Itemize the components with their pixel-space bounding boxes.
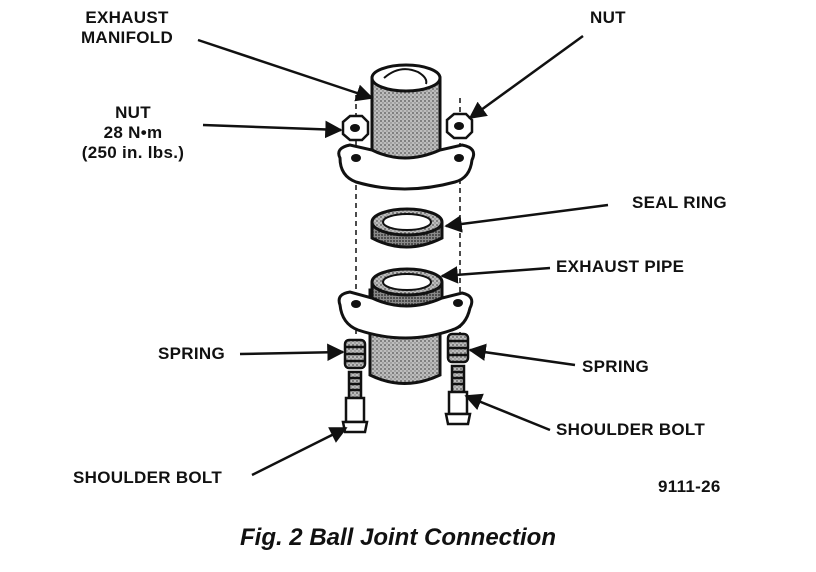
spring-left-part	[343, 338, 367, 370]
upper-flange	[337, 143, 476, 191]
figure-caption: Fig. 2 Ball Joint Connection	[239, 524, 556, 551]
shoulder-bolt-left-part	[341, 370, 369, 434]
seal-ring-part	[370, 207, 444, 249]
label-nut-left-line2: 28 N•m	[103, 123, 163, 142]
label-spring-right: SPRING	[582, 357, 649, 376]
label-nut-top-right: NUT	[590, 8, 626, 27]
spring-right-part	[446, 332, 470, 364]
label-seal-ring: SEAL RING	[632, 193, 727, 212]
nut-left-part	[341, 114, 370, 142]
label-exhaust-manifold-line1: EXHAUST	[85, 8, 169, 27]
shoulder-bolt-right-part	[444, 364, 472, 426]
leader-lines	[197, 34, 609, 477]
label-nut-left-line3: (250 in. lbs.)	[81, 143, 185, 162]
label-shoulder-bolt-left: SHOULDER BOLT	[73, 468, 223, 487]
lower-flange	[337, 290, 474, 340]
label-nut-torque: NUT 28 N•m (250 in. lbs.)	[68, 103, 198, 163]
label-exhaust-manifold-line2: MANIFOLD	[80, 28, 174, 47]
label-exhaust-pipe: EXHAUST PIPE	[556, 257, 685, 276]
label-exhaust-manifold: EXHAUST MANIFOLD	[62, 8, 192, 48]
label-spring-left: SPRING	[158, 344, 225, 363]
nut-right-part	[445, 112, 474, 140]
label-nut-left-line1: NUT	[115, 103, 151, 122]
figure-code: 9111-26	[658, 477, 721, 496]
label-shoulder-bolt-right: SHOULDER BOLT	[556, 420, 706, 439]
